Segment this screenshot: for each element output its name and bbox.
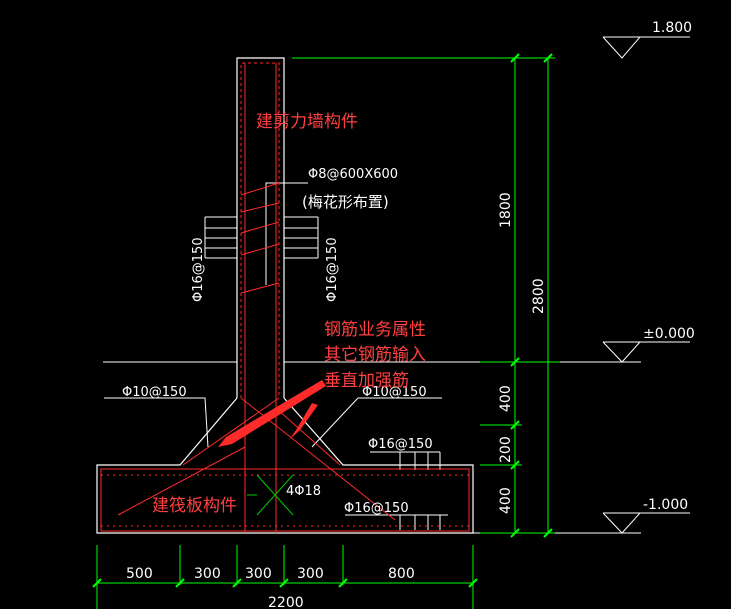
reference-lines bbox=[103, 182, 641, 534]
dim-800: 800 bbox=[388, 566, 415, 582]
dim-500: 500 bbox=[126, 566, 153, 582]
dim-400-lower: 400 bbox=[498, 487, 514, 514]
elevation-marker-top bbox=[602, 36, 642, 59]
elevation-bottom-label: -1.000 bbox=[643, 497, 688, 513]
elevation-top-label: 1.800 bbox=[652, 20, 692, 36]
arrow-right bbox=[289, 403, 318, 440]
plum-note-label: (梅花形布置) bbox=[302, 193, 389, 211]
wall-outline bbox=[236, 57, 285, 398]
elevation-marker-ground bbox=[602, 341, 642, 363]
haunch-rebar-left bbox=[182, 397, 280, 466]
elevation-markers bbox=[602, 36, 690, 534]
rebar-note-line1: 钢筋业务属性 bbox=[324, 320, 426, 340]
haunch-left-label: Φ10@150 bbox=[122, 385, 187, 400]
annotation-arrows bbox=[218, 380, 326, 447]
raft-component-annotation: 建筏板构件 bbox=[152, 496, 237, 516]
wall-component-annotation: 建剪力墙构件 bbox=[256, 112, 358, 132]
dim-300-b: 300 bbox=[245, 566, 272, 582]
plum-rebar-label: Φ8@600X600 bbox=[308, 167, 398, 182]
rebar-note-line3: 垂直加强筋 bbox=[324, 371, 409, 391]
dim-2800: 2800 bbox=[531, 278, 547, 314]
elevation-ground-label: ±0.000 bbox=[643, 326, 695, 342]
wall-rebar-right-label: Φ16@150 bbox=[325, 237, 340, 302]
wall-rebar-left-label: Φ16@150 bbox=[191, 237, 206, 302]
slab-bottom-rebar-label: Φ16@150 bbox=[344, 501, 409, 516]
slab-top-rebar-label: Φ16@150 bbox=[368, 437, 433, 452]
dim-1800: 1800 bbox=[498, 192, 514, 228]
dim-200: 200 bbox=[498, 436, 514, 463]
center-reinforce bbox=[247, 474, 294, 516]
haunch-right-label: Φ10@150 bbox=[362, 385, 427, 400]
raft-outline bbox=[96, 397, 474, 534]
wall-rebar-cage bbox=[240, 62, 280, 398]
arrow-left bbox=[218, 380, 326, 447]
dimension-ticks bbox=[92, 53, 553, 588]
raft-rebar-cage bbox=[100, 468, 470, 532]
center-rebar-label: 4Φ18 bbox=[286, 484, 321, 499]
dim-300-c: 300 bbox=[297, 566, 324, 582]
dim-2200: 2200 bbox=[268, 595, 304, 609]
elevation-marker-bottom bbox=[602, 512, 642, 534]
rebar-note-line2: 其它钢筋输入 bbox=[324, 345, 426, 365]
rebar-lines bbox=[100, 62, 470, 533]
dim-400-upper: 400 bbox=[498, 385, 514, 412]
dim-300-a: 300 bbox=[194, 566, 221, 582]
